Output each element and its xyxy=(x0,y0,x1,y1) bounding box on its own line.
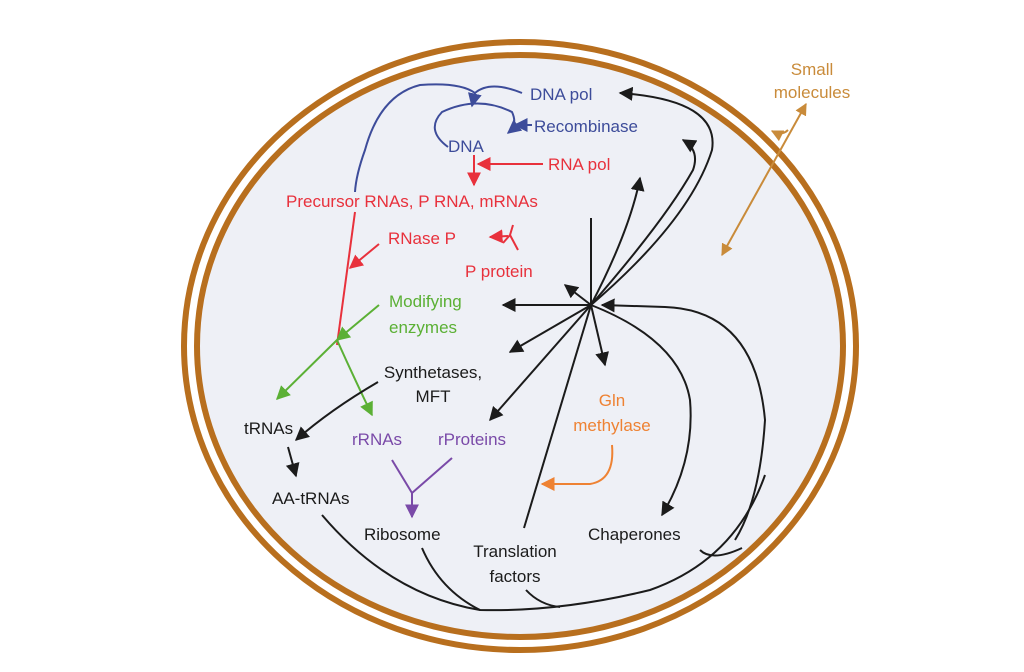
p-protein-label: P protein xyxy=(465,262,533,281)
modifying-arrows xyxy=(276,304,380,417)
aa-trnas-label: AA-tRNAs xyxy=(272,489,349,508)
outer-membrane xyxy=(181,39,859,653)
ribosome-assembly-arrows xyxy=(391,457,453,519)
recombinase-label: Recombinase xyxy=(534,117,638,136)
synthetases-label: Synthetases,MFT xyxy=(384,363,482,406)
inner-membrane xyxy=(194,52,846,640)
rna-pol-label: RNA pol xyxy=(548,155,610,174)
precursor-rnas-label: Precursor RNAs, P RNA, mRNAs xyxy=(286,192,538,211)
dna-arrows xyxy=(354,83,532,193)
rproteins-label: rProteins xyxy=(438,430,506,449)
rna-arrows xyxy=(336,155,543,346)
ribosome-label: Ribosome xyxy=(364,525,441,544)
chaperones-label: Chaperones xyxy=(588,525,681,544)
trnas-label: tRNAs xyxy=(244,419,293,438)
protein-synthesis-arrows xyxy=(285,86,767,612)
rrnas-label: rRNAs xyxy=(352,430,402,449)
dna-label: DNA xyxy=(448,137,485,156)
dna-pol-label: DNA pol xyxy=(530,85,592,104)
small-molecules-arrows xyxy=(721,102,807,257)
methylase-arrow xyxy=(540,444,614,491)
rnase-p-label: RNase P xyxy=(388,229,456,248)
